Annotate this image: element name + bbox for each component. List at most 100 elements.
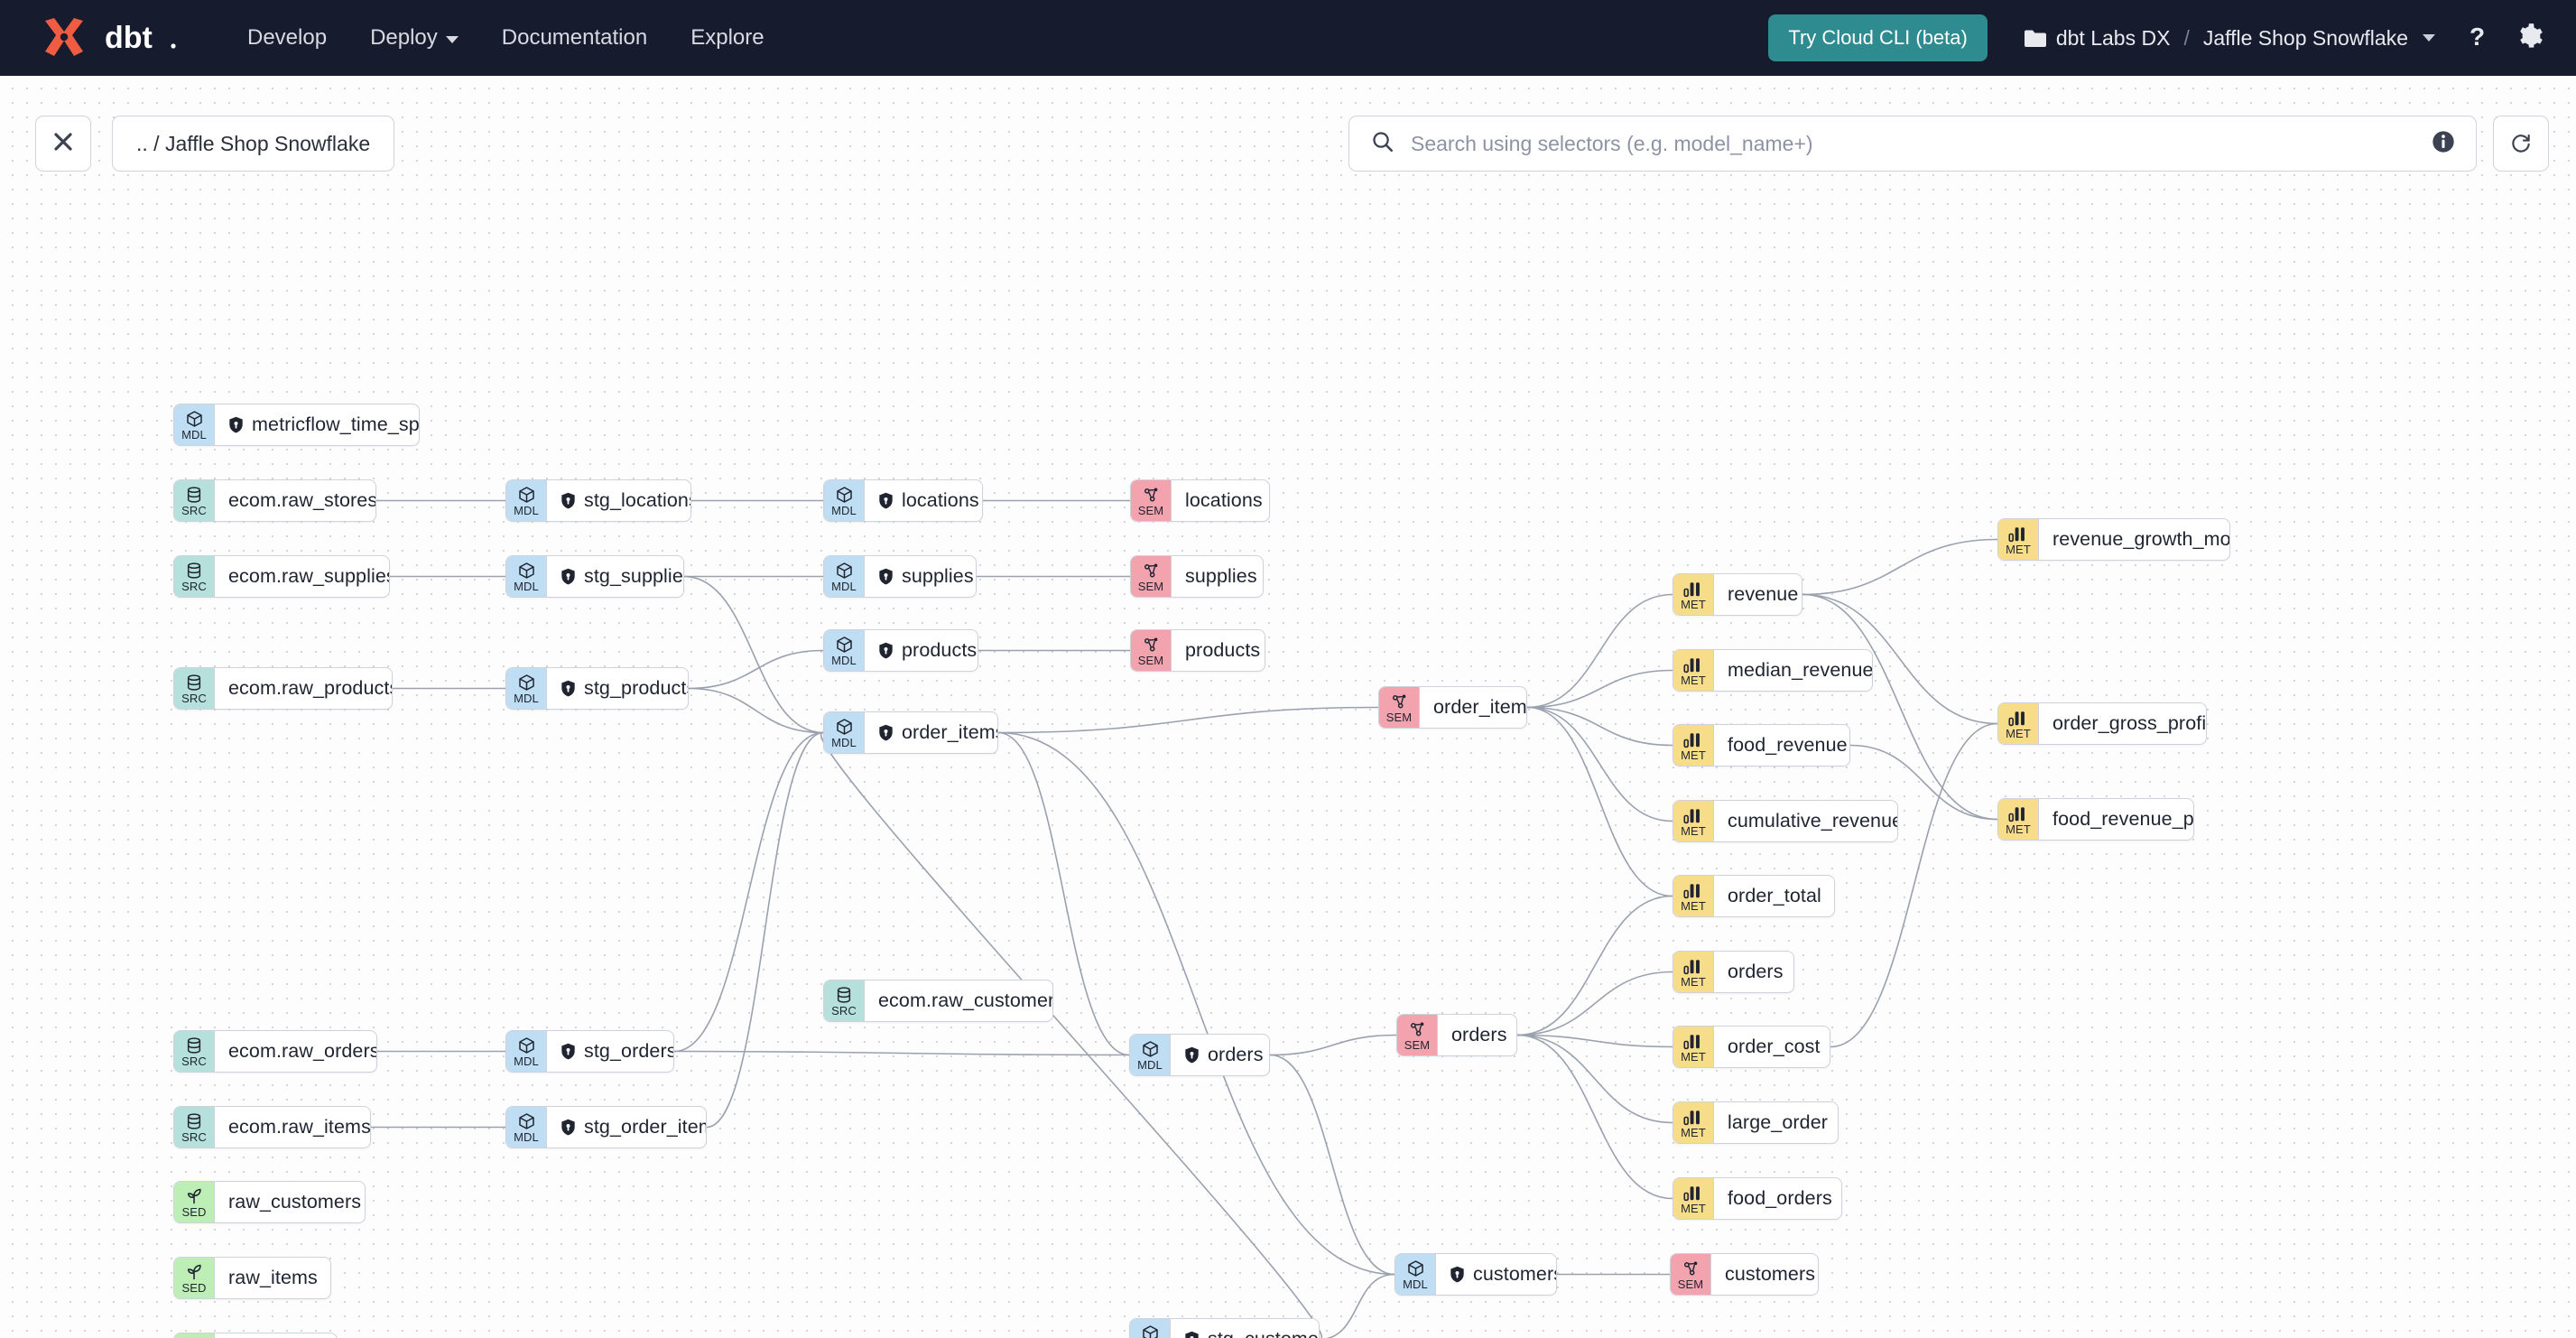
node-type-label: MDL: [514, 1129, 539, 1144]
graph-node-order-item-sem[interactable]: SEM order_item: [1378, 686, 1527, 729]
try-cloud-cli-button[interactable]: Try Cloud CLI (beta): [1768, 14, 1988, 61]
node-type-label: MDL: [514, 1054, 539, 1068]
refresh-icon: [2509, 130, 2533, 158]
node-body: locations: [865, 480, 982, 521]
graph-node-stg-orders[interactable]: MDL stg_orders: [505, 1030, 674, 1073]
help-button[interactable]: ?: [2466, 23, 2491, 54]
node-label: order_items: [902, 721, 998, 743]
chevron-down-icon: [2423, 34, 2435, 42]
node-type-label: MDL: [831, 735, 857, 749]
nav-link-deploy[interactable]: Deploy: [348, 16, 480, 60]
node-type-label: SRC: [181, 1054, 207, 1068]
refresh-graph-button[interactable]: [2493, 116, 2549, 172]
node-body: order_total: [1714, 876, 1834, 916]
graph-node-food-revenue-pct[interactable]: MET food_revenue_pct: [1997, 798, 2194, 841]
node-label: stg_orders: [584, 1040, 674, 1062]
contract-shield-icon: [1184, 1046, 1200, 1064]
graph-node-stg-order-items[interactable]: MDL stg_order_items: [505, 1106, 707, 1148]
nav-link-explore[interactable]: Explore: [669, 16, 785, 60]
cube-icon: [517, 1112, 536, 1130]
node-type-label: MDL: [181, 427, 207, 441]
node-type-label: SEM: [1385, 710, 1413, 724]
node-body: revenue_growth_mom: [2039, 519, 2229, 560]
selector-search-bar[interactable]: [1348, 116, 2477, 172]
node-type-badge-met: MET: [1998, 799, 2039, 840]
close-lineage-button[interactable]: [35, 116, 91, 172]
node-label: stg_supplies: [584, 565, 684, 587]
node-type-label: MET: [2006, 822, 2031, 836]
lineage-edge: [673, 731, 824, 1053]
search-info-button[interactable]: [2431, 129, 2456, 159]
node-type-badge-sem: SEM: [1131, 630, 1172, 671]
node-type-label: MET: [1681, 597, 1706, 611]
node-body: metricflow_time_spine: [215, 404, 419, 445]
node-type-badge-src: SRC: [824, 980, 865, 1021]
node-body: stg_customers: [1171, 1319, 1319, 1338]
lineage-edge: [1802, 538, 1998, 596]
node-label: ecom.raw_supplies: [228, 565, 390, 587]
graph-breadcrumb-button[interactable]: .. / Jaffle Shop Snowflake: [112, 116, 395, 172]
node-body: food_revenue_pct: [2039, 799, 2193, 840]
node-type-label: MDL: [831, 579, 857, 593]
settings-button[interactable]: [2516, 23, 2544, 54]
graph-node-order-items[interactable]: MDL order_items: [823, 711, 998, 754]
lineage-graph-canvas[interactable]: .. / Jaffle Shop Snowflake: [0, 76, 2576, 1338]
breadcrumb-project-label: Jaffle Shop Snowflake: [2202, 25, 2408, 50]
contract-shield-icon: [561, 492, 576, 509]
nav-link-develop[interactable]: Develop: [226, 16, 348, 60]
node-type-label: MDL: [514, 691, 539, 705]
graph-node-metricflow-time-spine[interactable]: MDL metricflow_time_spine: [173, 404, 420, 446]
dbt-brand-logo[interactable]: dbt: [40, 17, 179, 59]
network-icon: [1682, 1260, 1700, 1278]
dbt-wordmark: dbt: [105, 21, 179, 55]
lineage-edge: [688, 649, 824, 690]
node-type-badge-sem: SEM: [1131, 556, 1172, 597]
node-label: large_order: [1728, 1111, 1829, 1133]
node-type-badge-mdl: MDL: [824, 556, 865, 597]
lineage-edge: [1526, 706, 1673, 897]
info-icon: [2431, 129, 2456, 159]
search-input[interactable]: [1409, 130, 2431, 157]
node-body: order_item: [1420, 687, 1526, 728]
node-type-badge-mdl: MDL: [506, 668, 547, 709]
nav-link-documentation[interactable]: Documentation: [480, 16, 669, 60]
breadcrumb-project[interactable]: Jaffle Shop Snowflake: [2203, 26, 2435, 51]
node-type-badge-mdl: MDL: [506, 1107, 547, 1148]
node-body: stg_order_items: [547, 1107, 706, 1148]
breadcrumb-account[interactable]: dbt Labs DX: [2024, 26, 2170, 51]
